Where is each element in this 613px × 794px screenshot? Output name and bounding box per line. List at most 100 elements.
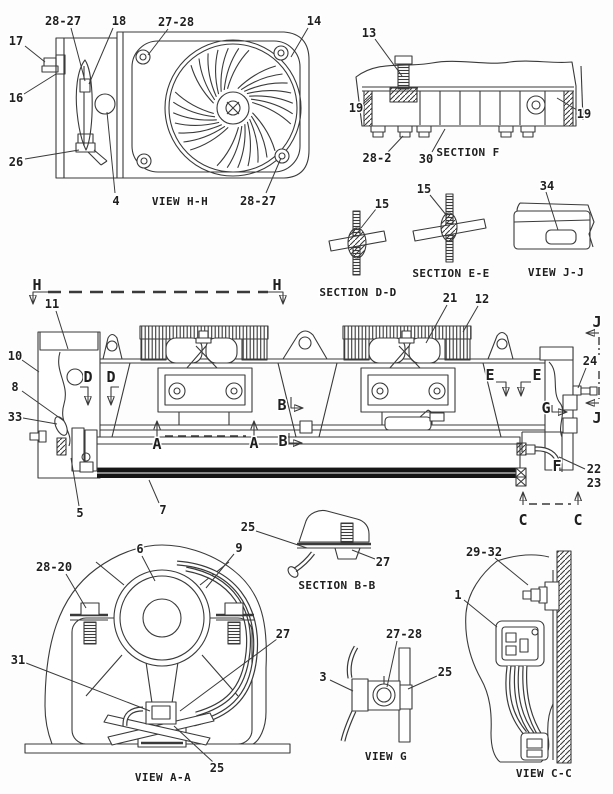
fan-blade-line [223,47,240,91]
callout-leader [22,417,58,425]
section-marker-G: G [541,399,550,417]
callout-13: 13 [362,26,376,40]
fan-blade-line [252,112,276,151]
nut [334,547,361,560]
view-a-a-title: VIEW A-A [135,771,191,784]
callout-28-27: 28-27 [45,14,81,28]
fan-blade-line [240,73,283,91]
view-a-a-art [24,544,291,754]
callout-leader [429,194,448,217]
fan-blade-line [178,124,223,134]
fan-blade-line [250,98,294,115]
fan-blade-line [174,121,220,126]
fan-shroud-frame [131,40,301,173]
callout-leader [70,457,80,507]
drain-plug [526,95,546,115]
callout-27: 27 [376,555,390,569]
assembly-art [30,290,600,505]
section-marker-J: J [592,313,601,331]
fan-blade-line [220,47,229,92]
callout-23: 23 [587,476,601,490]
callout-leader [25,662,151,712]
callout-31: 31 [11,653,25,667]
fan-blade-line [174,91,214,115]
callout-leader [21,359,40,373]
fan-blade-line [183,125,226,143]
hose-fitting [516,442,527,456]
view-c-c-title: VIEW C-C [516,767,572,780]
callout-leader [88,27,114,85]
e-arrow [496,381,506,395]
callout-27-28: 27-28 [386,627,422,641]
section-marker-B: B [278,432,287,450]
callout-leader [173,725,214,763]
callout-18: 18 [112,14,126,28]
callout-15: 15 [417,182,431,196]
view-c-c-art [465,550,572,764]
fan-blade-line [216,127,240,167]
fan-blade-line [172,112,217,121]
callout-12: 12 [475,292,489,306]
section-marker-F: F [552,457,561,475]
callout-6: 6 [136,542,143,556]
g-clip [562,417,578,434]
section-marker-E: E [485,366,494,384]
callout-leader [374,38,403,77]
callout-7: 7 [159,503,166,517]
stud-boss [389,87,418,103]
callout-leader [462,305,479,333]
fan-drive-module [139,325,269,426]
callout-22: 22 [587,462,601,476]
callout-28-20: 28-20 [36,560,72,574]
callout-leader [55,310,69,350]
mount-bolt-left [70,602,108,645]
section-b-b-title: SECTION B-B [298,579,375,592]
section-d-d-art [328,210,387,276]
lifting-lug [282,330,328,360]
callout-leader [360,208,377,229]
section-f-art [355,55,584,138]
callout-16: 16 [9,91,23,105]
g-arrow [551,405,566,412]
callout-25: 25 [210,761,224,775]
fan-blade-line [237,124,246,169]
section-marker-D: D [106,368,115,386]
name-plate [545,229,577,245]
callout-8: 8 [11,380,18,394]
fan-blade-line [172,101,216,118]
section-d-d-title: SECTION D-D [319,286,396,299]
callout-leader [425,304,448,344]
callout-leader [65,573,87,609]
callout-28-27: 28-27 [240,194,276,208]
callout-10: 10 [8,349,22,363]
d-arrow [111,386,119,404]
callout-19: 19 [577,107,591,121]
lifting-lug [487,331,514,360]
callout-leader [70,27,86,82]
callout-27-28: 27-28 [158,15,194,29]
fan-drive-module [342,325,472,426]
callout-leader [556,97,578,111]
callout-leader [577,367,587,389]
callout-leader [148,479,160,504]
drain-fitting [75,133,96,153]
view-g-art [340,645,413,743]
callout-leader [255,530,308,549]
callout-leader [351,549,376,560]
fan-blade-line [249,118,259,163]
valve-body [384,416,432,431]
callout-27: 27 [276,627,290,641]
section-marker-A: A [152,435,161,453]
mount-bolt-right [216,602,254,645]
view-h-h-art [41,31,310,179]
callout-26: 26 [9,155,23,169]
side-panel [556,550,572,764]
callout-28-2: 28-2 [363,151,392,165]
fan-blade-line [226,49,250,89]
callout-leader [494,557,529,586]
callout-5: 5 [76,506,83,520]
strap [103,714,211,746]
